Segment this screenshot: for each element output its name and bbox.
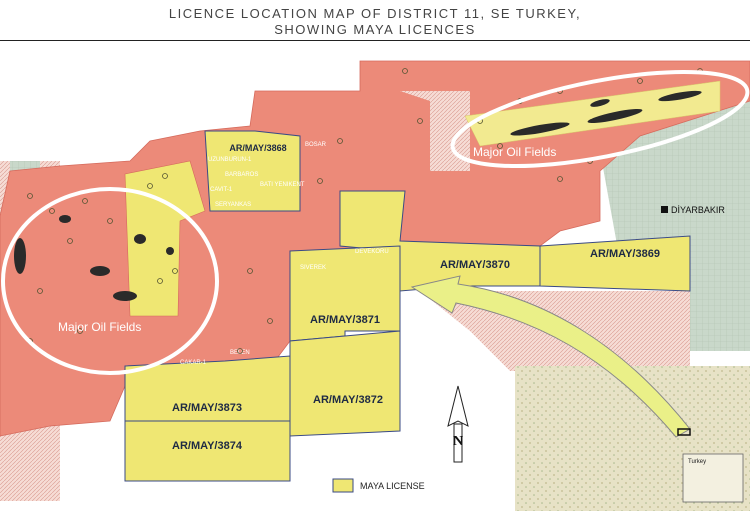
legend: MAYA LICENSE [332, 478, 425, 493]
licence-3869[interactable] [539, 235, 691, 292]
well-label: BARBAROS [225, 172, 258, 178]
licence-3873[interactable] [124, 355, 291, 422]
map-title: LICENCE LOCATION MAP OF DISTRICT 11, SE … [0, 6, 750, 38]
inset-key-box [682, 453, 744, 503]
city-diyarbakir: DİYARBAKIR [661, 205, 725, 215]
oil-wells-west [14, 215, 174, 301]
west-oil-field-label: Major Oil Fields [58, 320, 141, 334]
well-label: SIVEREK [300, 265, 326, 271]
city-label: DİYARBAKIR [671, 205, 725, 215]
well-label: BELEN [230, 350, 250, 356]
city-marker-icon [661, 206, 668, 213]
licence-label-3874: AR/MAY/3874 [172, 440, 243, 452]
inset-title: Turkey [688, 459, 706, 465]
licence-3872[interactable] [289, 330, 401, 437]
licence-3868[interactable] [204, 130, 301, 212]
licence-label-3872: AR/MAY/3872 [313, 394, 383, 406]
map-title-line-1: LICENCE LOCATION MAP OF DISTRICT 11, SE … [168, 6, 582, 21]
map-title-line-2: SHOWING MAYA LICENCES [274, 22, 476, 37]
north-arrow-letter: N [453, 434, 463, 449]
inset-locator-box [677, 428, 691, 436]
well-labels: UZUNBURUN-1 BARBAROS BOSAR CAVIT-1 BATI … [180, 142, 389, 366]
maya-licences [124, 80, 721, 482]
well-label: BATI YENIKENT [260, 182, 305, 188]
licence-3871[interactable] [289, 245, 401, 342]
location-pointer-arrow [410, 275, 691, 438]
well-label: DEVEKORU [355, 249, 389, 255]
licence-label-3869: AR/MAY/3869 [590, 248, 660, 260]
legend-label: MAYA LICENSE [360, 481, 425, 491]
licence-3874[interactable] [124, 420, 291, 482]
east-oil-field-label: Major Oil Fields [473, 145, 556, 159]
licence-label-3870: AR/MAY/3870 [440, 259, 510, 271]
turkey-inset: Turkey [677, 428, 744, 503]
legend-swatch [332, 478, 354, 493]
well-label: CAVIT-1 [210, 187, 233, 193]
well-label: BOSAR [305, 142, 327, 148]
licence-label-3871: AR/MAY/3871 [310, 314, 380, 326]
west-oil-field-ring [1, 187, 219, 375]
licence-label-3868: AR/MAY/3868 [229, 143, 286, 153]
title-divider [0, 40, 750, 41]
licence-label-3873: AR/MAY/3873 [172, 402, 242, 414]
oil-wells-east [510, 90, 702, 136]
east-oil-field-ring [450, 69, 750, 169]
north-arrow-icon [447, 385, 469, 427]
well-label: UZUNBURUN-1 [208, 157, 252, 163]
oil-field-rings: Major Oil Fields Major Oil Fields [1, 69, 750, 375]
licence-labels: AR/MAY/3868 AR/MAY/3870 AR/MAY/3869 AR/M… [172, 143, 660, 452]
licence-map[interactable]: AR/MAY/3868 AR/MAY/3870 AR/MAY/3869 AR/M… [0, 41, 750, 511]
licence-west-yellow [124, 160, 206, 317]
well-label: SERYANKAS [215, 202, 251, 208]
north-arrow-shaft [453, 423, 463, 463]
north-arrow: N [447, 385, 469, 463]
well-label: CAKAR-1 [180, 360, 207, 366]
